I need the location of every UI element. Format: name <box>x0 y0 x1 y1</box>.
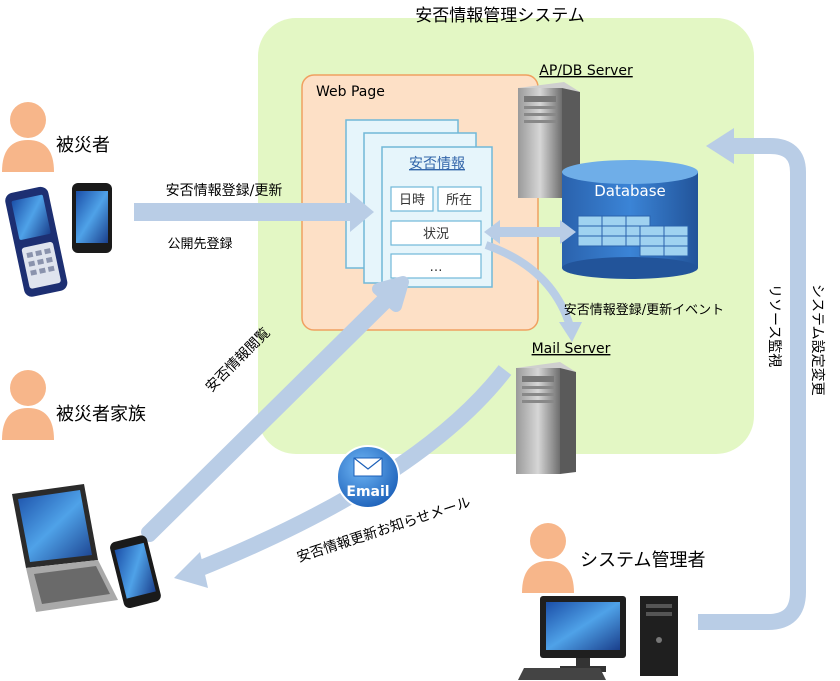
publish-label: 公開先登録 <box>167 237 232 252</box>
register-arrow <box>134 192 374 232</box>
notify-arrowhead <box>174 552 208 588</box>
monitor-label: リソース監視 <box>766 284 783 367</box>
mail-server-icon <box>516 362 576 474</box>
field-status-box <box>390 220 482 246</box>
family-label: 被災者家族 <box>56 404 146 425</box>
apdb-server-label: AP/DB Server <box>539 63 633 79</box>
event-arrow <box>484 241 574 328</box>
admin-person-icon <box>522 523 574 593</box>
admin-loop-arrow <box>698 138 806 630</box>
field-date-box <box>390 186 434 212</box>
laptop-icon <box>12 484 118 612</box>
field-location: 所在 <box>446 193 472 208</box>
family-smartphone-icon <box>110 535 161 609</box>
mail-server-label: Mail Server <box>532 341 611 357</box>
victim-label: 被災者 <box>56 135 110 156</box>
flip-phone-icon <box>5 186 68 297</box>
db-link-arrow <box>484 220 576 244</box>
envelope-icon <box>353 457 383 477</box>
database-icon <box>562 160 698 279</box>
field-date: 日時 <box>399 193 425 208</box>
event-label: 安否情報登録/更新イベント <box>564 302 724 318</box>
settings-label: システム設定変更 <box>809 284 826 396</box>
smartphone-icon <box>72 183 112 253</box>
desktop-computer-icon <box>518 596 678 680</box>
database-label: Database <box>594 182 666 200</box>
register-label: 安否情報登録/更新 <box>166 183 283 199</box>
field-more: … <box>430 260 443 275</box>
envelope-flap <box>353 457 383 470</box>
family-person-icon <box>2 370 54 440</box>
field-location-box <box>437 186 482 212</box>
field-more-box <box>390 253 482 279</box>
field-status: 状況 <box>423 227 449 242</box>
victim-person-icon <box>2 102 54 172</box>
admin-label: システム管理者 <box>580 550 705 571</box>
web-page-label: Web Page <box>316 84 385 100</box>
card-title: 安否情報 <box>409 156 465 172</box>
browse-arrow <box>141 276 409 542</box>
email-badge-label: Email <box>346 484 389 500</box>
email-badge-icon <box>336 445 400 509</box>
event-arrowhead <box>559 322 582 342</box>
system-title: 安否情報管理システム <box>415 6 585 26</box>
admin-loop-arrowhead <box>706 128 734 164</box>
